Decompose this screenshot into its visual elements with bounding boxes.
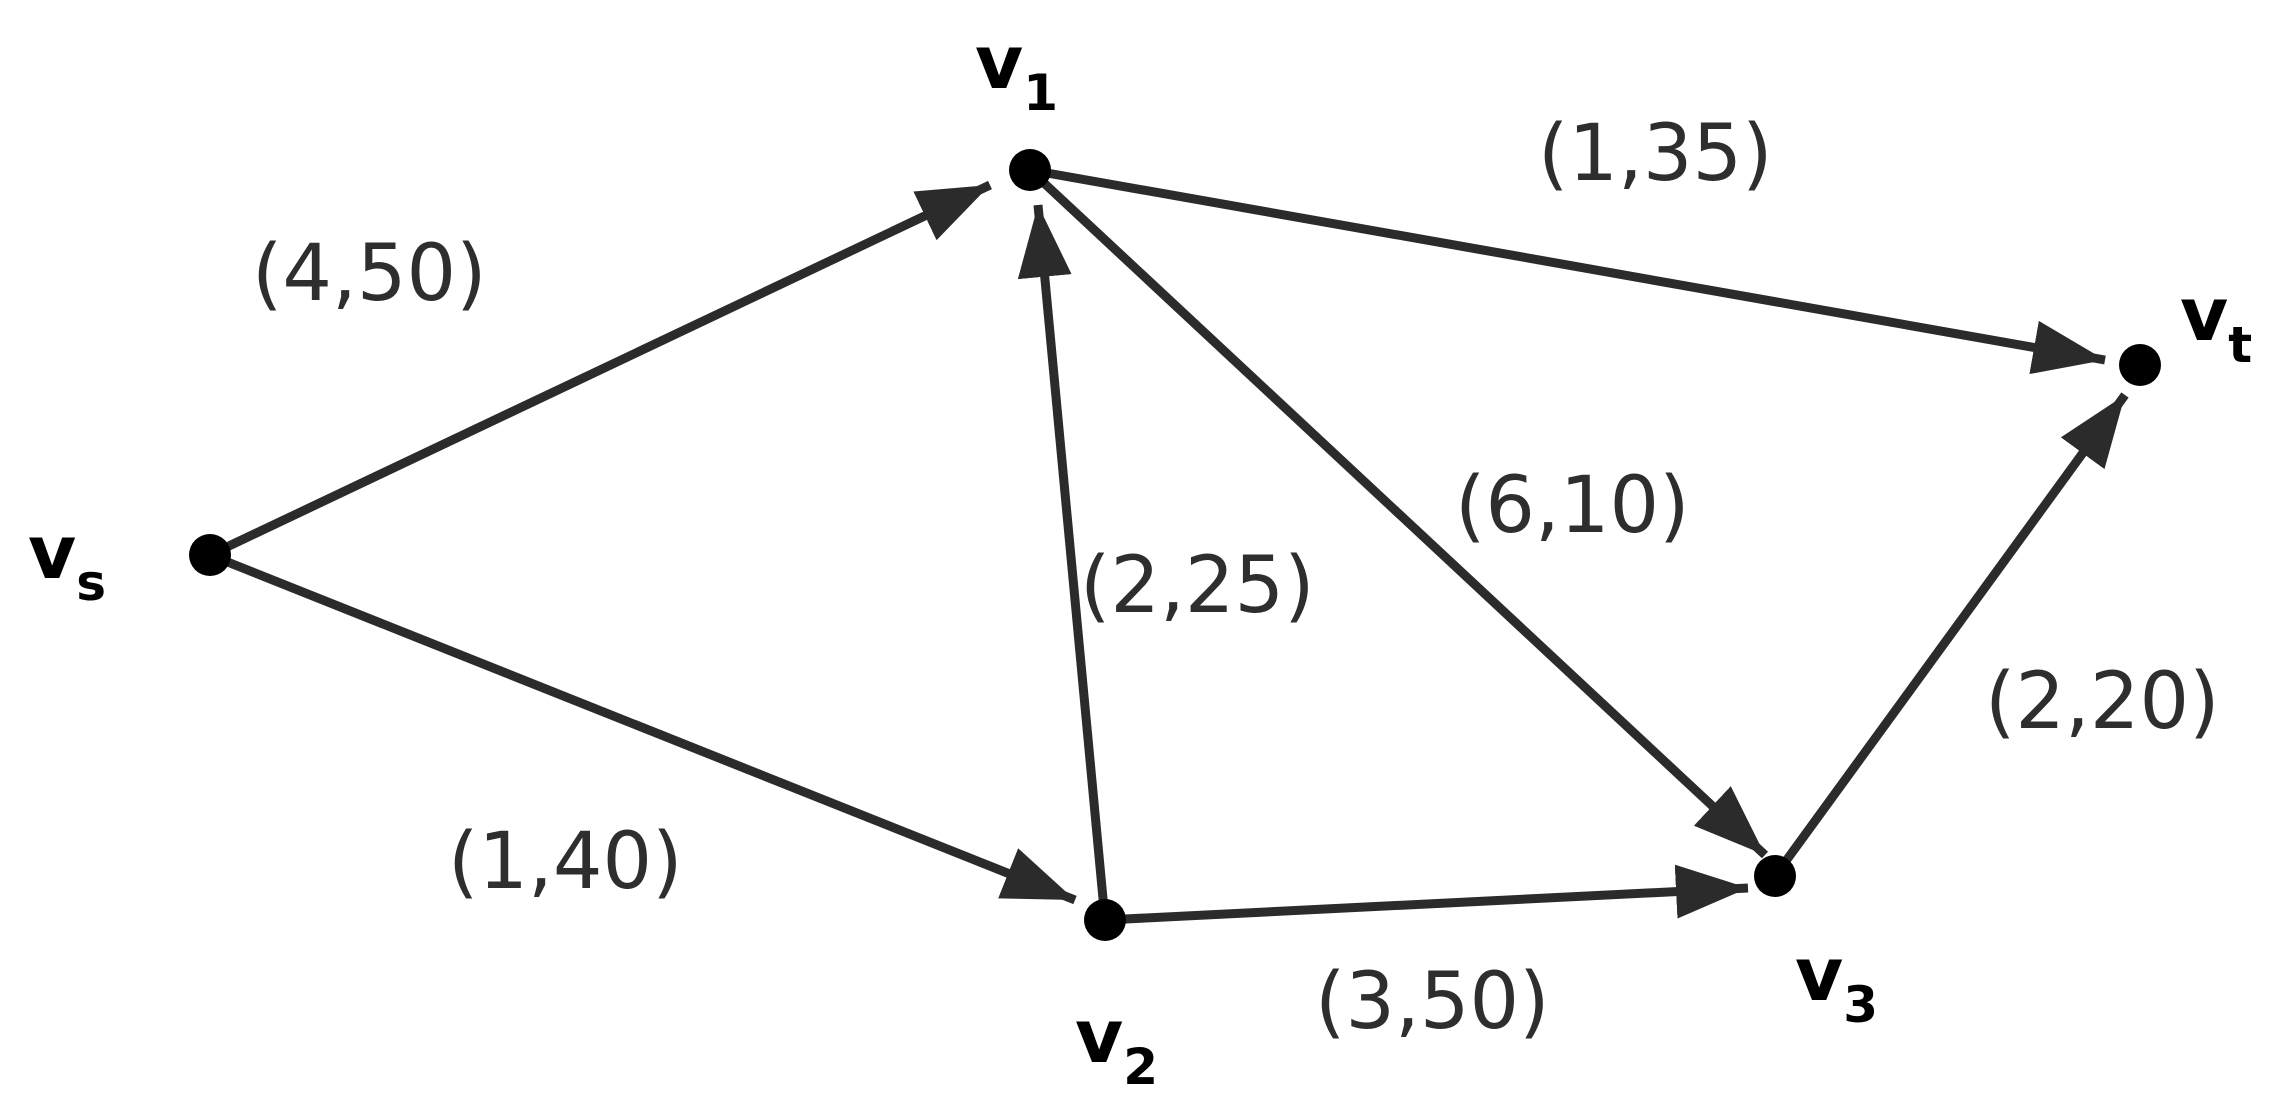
- edge-v2-v3: [1104, 864, 1749, 925]
- edge-label-v2-v3: (3,50): [1315, 957, 1550, 1047]
- edge-label-vs-v1: (4,50): [252, 229, 487, 319]
- edge-v2-v1: [1017, 204, 1110, 921]
- edge-label-v3-vt: (2,20): [1985, 657, 2220, 747]
- node-label-v3: v3: [1795, 932, 1878, 1034]
- node-vs: [189, 534, 231, 576]
- node-label-vs: vs: [28, 510, 106, 612]
- node-label-v1: v1: [975, 20, 1058, 122]
- edge-label-v1-vt: (1,35): [1538, 109, 1773, 199]
- edge-v1-v3: [1026, 166, 1769, 859]
- node-v2: [1084, 899, 1126, 941]
- edge-v1-vt: [1029, 165, 2106, 375]
- node-v1: [1009, 149, 1051, 191]
- node-vt: [2119, 344, 2161, 386]
- node-v3: [1754, 855, 1796, 897]
- node-label-v2: v2: [1075, 994, 1158, 1096]
- edge-label-v1-v3: (6,10): [1455, 461, 1690, 551]
- edge-vs-v1: [208, 180, 992, 560]
- node-label-vt: vt: [2180, 272, 2252, 374]
- edge-label-vs-v2: (1,40): [448, 817, 683, 907]
- edge-label-v2-v1: (2,25): [1080, 541, 1315, 631]
- nodes-group: [189, 149, 2161, 941]
- edges-group: [208, 165, 2129, 925]
- edge-vs-v2: [208, 550, 1077, 905]
- node-labels-group: vs v1 v2 v3 vt: [28, 20, 2252, 1096]
- edge-v3-vt: [1771, 392, 2129, 879]
- edge-labels-group: (4,50) (1,40) (2,25) (1,35) (6,10) (3,50…: [252, 109, 2220, 1047]
